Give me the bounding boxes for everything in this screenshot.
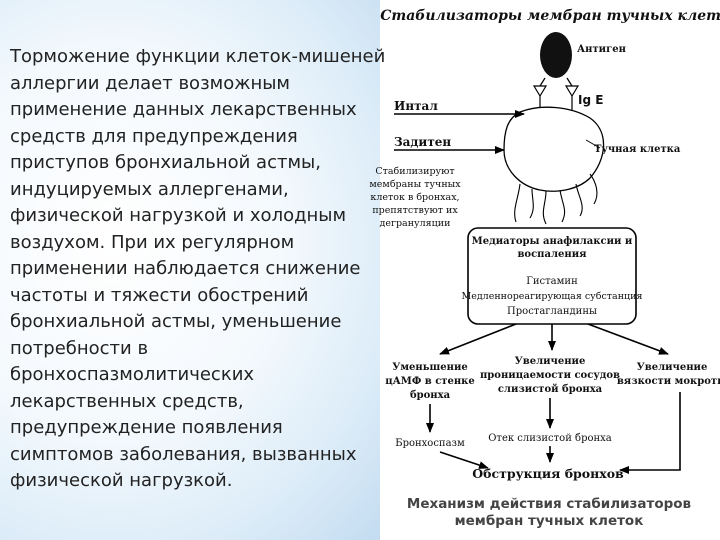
mast-cell-pointer xyxy=(585,139,601,149)
intal-label: Интал xyxy=(394,99,438,113)
text-panel-background xyxy=(0,0,380,540)
mediator-histamine: Гистамин xyxy=(526,276,578,287)
svg-text:Уменьшение: Уменьшение xyxy=(392,362,467,373)
mediators-title-line2: воспаления xyxy=(517,249,587,260)
ige-receptors xyxy=(532,77,580,110)
svg-text:мембраны тучных: мембраны тучных xyxy=(369,179,461,190)
body-text: Торможение функции клеток-мишеней аллерг… xyxy=(10,46,386,491)
mast-cell-processes xyxy=(514,173,598,225)
svg-text:Увеличение: Увеличение xyxy=(637,362,708,373)
svg-text:проницаемости сосудов: проницаемости сосудов xyxy=(480,370,620,381)
svg-text:бронха: бронха xyxy=(410,390,451,401)
effect-mid: Увеличение проницаемости сосудов слизист… xyxy=(480,356,620,395)
svg-text:цАМФ в стенке: цАМФ в стенке xyxy=(385,376,475,387)
svg-text:клеток в бронхах,: клеток в бронхах, xyxy=(370,192,459,203)
mediator-prostaglandins: Простагландины xyxy=(507,306,597,317)
svg-text:вязкости мокроты: вязкости мокроты xyxy=(617,376,720,387)
antigen-shape xyxy=(540,32,572,78)
ige-label: Ig E xyxy=(578,93,603,107)
svg-text:Стабилизируют: Стабилизируют xyxy=(375,166,454,177)
svg-text:слизистой бронха: слизистой бронха xyxy=(498,384,603,395)
svg-text:Увеличение: Увеличение xyxy=(515,356,586,367)
obstruction-label: Обструкция бронхов xyxy=(472,466,624,481)
zaditen-label: Задитен xyxy=(394,135,451,149)
stabilizer-note: Стабилизируют мембраны тучных клеток в б… xyxy=(369,166,461,229)
arrow-bronchospasm-to-obstruction xyxy=(439,451,489,469)
effect-left: Уменьшение цАМФ в стенке бронха xyxy=(385,362,475,401)
svg-text:препятствуют их: препятствуют их xyxy=(372,205,458,216)
bronchospasm-label: Бронхоспазм xyxy=(395,438,465,449)
antigen-label: Антиген xyxy=(577,44,626,55)
mast-cell-shape xyxy=(503,106,605,192)
mast-cell-label: Тучная клетка xyxy=(594,144,681,155)
mediators-title-line1: Медиаторы анафилаксии и xyxy=(472,236,633,247)
mediator-srs: Медленнореагирующая субстанция xyxy=(461,291,642,302)
arrow-to-left-effect xyxy=(439,323,517,355)
arrow-to-right-effect xyxy=(587,323,669,355)
effect-right: Увеличение вязкости мокроты xyxy=(617,362,720,387)
edema-label: Отек слизистой бронха xyxy=(488,433,612,444)
diagram-title: Стабилизаторы мембран тучных клеток xyxy=(380,8,720,24)
arrow-viscosity-to-obstruction xyxy=(619,392,681,474)
svg-text:дегрануляции: дегрануляции xyxy=(380,218,451,229)
figure-caption: Механизм действия стабилизаторов мембран… xyxy=(406,496,692,529)
